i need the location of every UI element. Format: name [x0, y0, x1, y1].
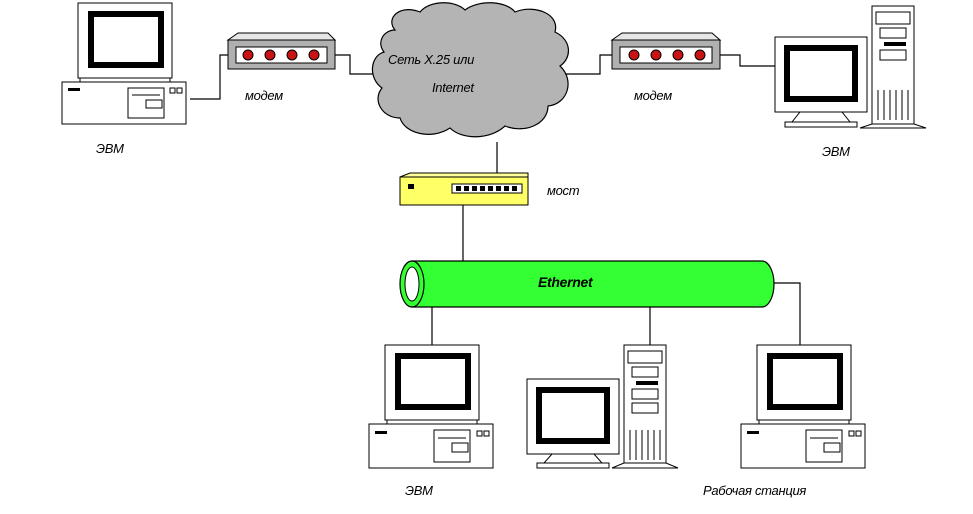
- modem-led: [672, 49, 684, 61]
- modem-right: [610, 32, 722, 70]
- modem-left-label: модем: [245, 88, 283, 103]
- link-cloud-to-modem-right: [560, 54, 612, 75]
- link-modem-right-to-computer-right: [720, 54, 775, 67]
- system-unit: [61, 81, 187, 125]
- modem-led: [264, 49, 276, 61]
- server-bottom: [526, 344, 679, 469]
- bridge-label: мост: [547, 183, 580, 198]
- link-computer-left-to-modem-left: [190, 54, 228, 100]
- link-modem-left-to-cloud: [335, 54, 380, 75]
- modem-led: [308, 49, 320, 61]
- computer-top-right: [774, 5, 927, 129]
- system-unit: [740, 423, 866, 469]
- computer-bottom-left-label: ЭВМ: [405, 483, 433, 498]
- cloud-label-line2: Internet: [432, 80, 474, 95]
- modem-led: [242, 49, 254, 61]
- modem-led: [286, 49, 298, 61]
- computer-top-left: [61, 2, 187, 125]
- cloud-label-line1: Сеть X.25 или: [388, 52, 474, 67]
- modem-led: [650, 49, 662, 61]
- workstation-label: Рабочая станция: [703, 483, 807, 498]
- computer-top-right-label: ЭВМ: [822, 144, 850, 159]
- workstation: [740, 344, 866, 469]
- modem-led: [628, 49, 640, 61]
- cloud-shape: [371, 2, 569, 138]
- cloud-network: [371, 2, 569, 138]
- computer-top-left-label: ЭВМ: [96, 141, 124, 156]
- modem-right-label: модем: [634, 88, 672, 103]
- ethernet-label: Ethernet: [538, 274, 593, 290]
- ethernet-bus: [399, 260, 775, 308]
- computer-bottom-left: [368, 344, 494, 469]
- tower: [871, 5, 915, 125]
- modem-left: [226, 32, 337, 70]
- modem-led: [694, 49, 706, 61]
- bridge-device: [399, 172, 529, 206]
- system-unit: [368, 423, 494, 469]
